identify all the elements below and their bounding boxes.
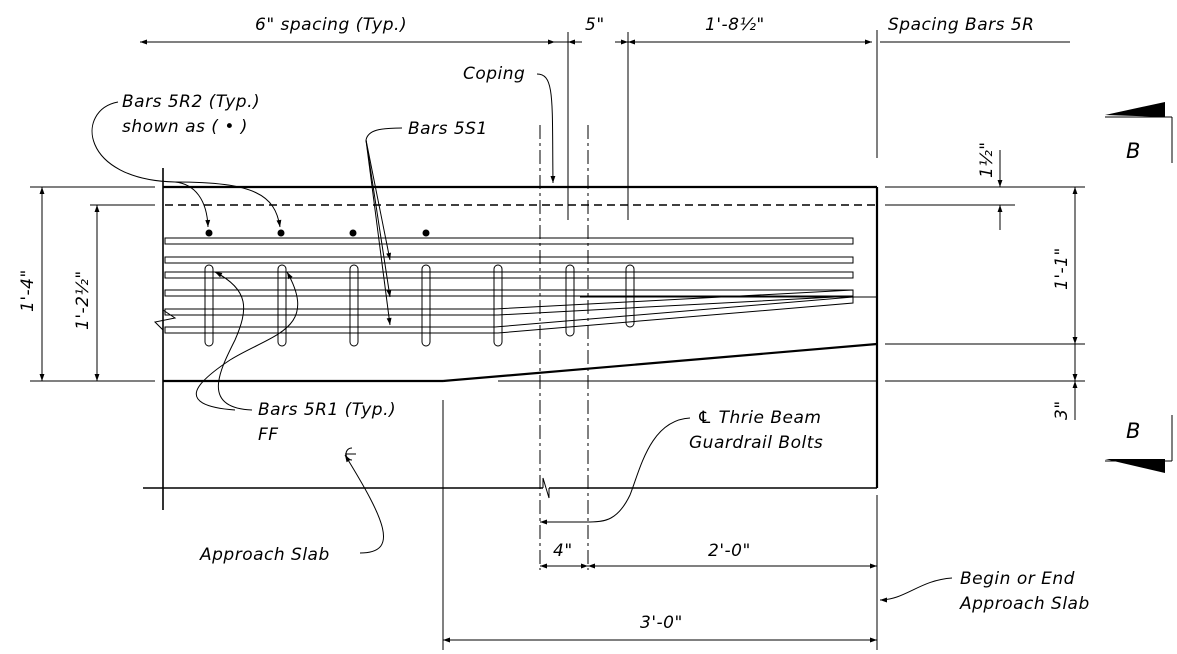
bars-5s1-leader-3 [365,139,392,326]
bars-5s1-leader-1 [365,139,392,261]
bars-5s1-label: Bars 5S1 [408,119,488,139]
bars-5r1-label-line1: Bars 5R1 (Typ.) [258,400,396,420]
right-dimensions [885,150,1085,420]
begin-end-label-line2: Approach Slab [959,594,1090,614]
bottom-dimensions [442,400,878,650]
section-b-marker-bottom [1105,415,1173,473]
approach-slab-leader [344,454,384,554]
concrete-outline [153,168,879,510]
dim-1-1-label: 1'-1" [1052,247,1072,290]
bars-5r2-label-line2: shown as ( • ) [122,117,248,137]
coping-label: Coping [463,64,525,84]
bars-5r1-leader-1 [214,271,253,411]
section-b-label-top: B [1126,139,1140,163]
grade-line [143,477,877,499]
approach-slab-centerline-symbol [345,447,356,461]
bars-5r2-dots [205,229,430,237]
top-dimension-line [140,30,1070,220]
left-dimensions [30,186,155,382]
coping-leader [536,73,556,184]
longitudinal-bars [164,237,854,334]
bars-5r1-label-line2: FF [258,425,279,445]
section-b-label-bottom: B [1126,419,1140,443]
bars-5r2-label-line1: Bars 5R2 (Typ.) [122,92,260,112]
approach-slab-label: Approach Slab [199,545,330,565]
begin-end-leader [879,577,953,603]
cl-thrie-beam-label-line2: Guardrail Bolts [689,433,823,453]
bars-5r1-leader-2 [195,271,299,411]
bars-5r2-leader-2 [174,181,282,228]
bars-5s1-leader-stem [365,127,403,141]
begin-end-label-line1: Begin or End [960,569,1075,589]
thrie-beam-leader [589,417,691,523]
dim-1-4-label: 1'-4" [18,269,38,312]
bars-5r2-leader-1 [91,101,211,228]
dim-5in-label: 5" [585,15,605,35]
dim-3-0-label: 3'-0" [640,613,683,633]
cl-thrie-beam-label-line1: ℄ Thrie Beam [697,408,821,428]
dim-2-0-label: 2'-0" [708,541,751,561]
dim-4in-label: 4" [553,541,573,561]
spacing-bars-5r-label: Spacing Bars 5R [888,15,1035,35]
spacing-typ-label: 6" spacing (Typ.) [255,15,407,35]
dim-1-8-half-label: 1'-8½" [705,15,765,35]
bars-5s1-leader-2 [365,139,392,298]
section-b-marker-top [1105,102,1173,163]
dim-3in-label: 3" [1052,400,1072,420]
dim-1-2-half-label: 1'-2½" [73,270,93,330]
dim-1-half-label: 1½" [977,141,997,178]
bars-5r1-stirrups [204,264,635,347]
